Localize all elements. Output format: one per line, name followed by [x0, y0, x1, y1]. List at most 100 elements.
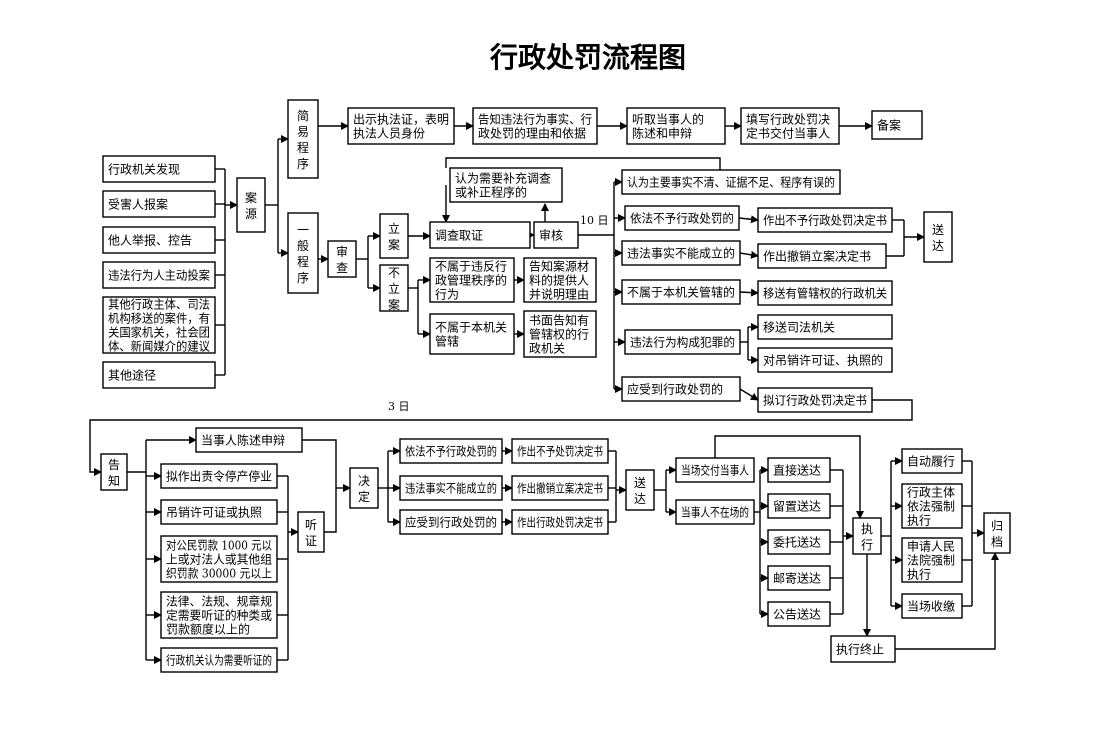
node-simple-s4-box — [740, 107, 840, 145]
node-h3-box — [160, 535, 278, 583]
node-r6a-box — [757, 387, 873, 413]
node-r4-label: 不属于本机关管辖的 — [627, 285, 735, 300]
node-archive-box — [983, 512, 1011, 554]
connector-r6-r6a — [739, 388, 759, 401]
node-execute-box — [852, 517, 882, 555]
node-serve1: 送达 — [923, 211, 953, 263]
node-r1-box — [621, 169, 841, 195]
connector-end-archive — [895, 552, 999, 650]
node-e2-label: 行政主体依法强制执行 — [907, 486, 955, 528]
node-w4-label: 邮寄送达 — [773, 571, 821, 586]
node-r5-box — [624, 329, 741, 355]
node-file-record-box — [871, 110, 923, 140]
node-e1-label: 自动履行 — [907, 455, 955, 469]
node-h2-box — [160, 499, 278, 525]
node-r6a: 拟订行政处罚决定书 — [757, 387, 873, 413]
node-r5b-label: 对吊销许可证、执照的 — [763, 353, 883, 368]
three-days-note: 3 日 — [388, 400, 410, 413]
node-src-a6-label: 其他途径 — [108, 368, 156, 383]
node-audit-box — [533, 221, 579, 249]
node-r5b: 对吊销许可证、执照的 — [757, 347, 893, 373]
node-hearing: 听证 — [297, 511, 325, 553]
nodes: 行政机关发现受害人报案他人举报、控告违法行为人主动投案其他行政主体、司法机构移送… — [100, 99, 1011, 673]
node-simple-s4-label: 填写行政处罚决定书交付当事人 — [746, 113, 830, 141]
node-w1-label: 直接送达 — [773, 463, 821, 478]
node-general-label: 一般程序 — [297, 223, 309, 285]
node-exec-end: 执行终止 — [830, 635, 896, 663]
node-need-more-box — [449, 167, 563, 203]
node-file-case-label: 立案 — [388, 221, 400, 252]
node-w5-label: 公告送达 — [773, 607, 821, 622]
node-not-violation: 不属于违反行政管理秩序的行为 — [429, 257, 515, 303]
connector-to-notify — [89, 399, 913, 476]
node-h2-label: 吊销许可证或执照 — [166, 506, 262, 520]
node-simple-s2: 告知违法行为事实、行政处罚的理由和依据 — [472, 107, 598, 145]
node-no-case-box — [379, 264, 409, 312]
node-serve2-box — [625, 469, 655, 511]
connector-m1-execute — [714, 435, 864, 519]
connectors — [89, 122, 999, 664]
node-m1-box — [675, 457, 755, 483]
node-src-a5: 其他行政主体、司法机构移送的案件，有关国家机关，社会团体、新闻媒介的建议 — [102, 296, 216, 354]
ten-days-note: 10 日 — [580, 214, 609, 227]
node-w3-label: 委托送达 — [773, 535, 821, 550]
node-notify: 告知 — [100, 453, 128, 491]
node-d1a-label: 作出不予处罚决定书 — [517, 444, 603, 459]
node-e3: 申请人民法院强制执行 — [901, 537, 963, 583]
node-r1-label: 认为主要事实不清、证据不足、程序有误的 — [627, 175, 835, 190]
node-r3a-box — [757, 243, 887, 269]
node-h5-label: 行政机关认为需要听证的 — [166, 653, 272, 668]
node-src-a1: 行政机关发现 — [102, 155, 216, 183]
node-m1: 当场交付当事人 — [675, 457, 755, 483]
node-file-case: 立案 — [379, 213, 409, 259]
node-d2-box — [399, 475, 503, 501]
node-m1-label: 当场交付当事人 — [681, 463, 749, 478]
node-need-more: 认为需要补充调查或补正程序的 — [449, 167, 563, 203]
node-d2a-box — [511, 475, 609, 501]
node-simple-s1-box — [347, 107, 455, 145]
node-src-a1-label: 行政机关发现 — [108, 162, 180, 177]
node-e3-label: 申请人民法院强制执行 — [907, 540, 955, 582]
node-r3a: 作出撤销立案决定书 — [757, 243, 887, 269]
node-archive-label: 归档 — [991, 519, 1003, 549]
node-no-case: 不立案 — [379, 264, 409, 312]
node-r5-label: 违法行为构成犯罪的 — [630, 335, 735, 350]
node-statement-label: 当事人陈述申辩 — [201, 433, 285, 448]
node-audit: 审核 — [533, 221, 579, 249]
node-r5a-box — [757, 314, 893, 340]
node-archive: 归档 — [983, 512, 1011, 554]
node-r3-box — [621, 240, 741, 266]
node-src-a2-label: 受害人报案 — [108, 197, 168, 212]
node-h1: 拟作出责令停产停业 — [160, 463, 278, 489]
node-m2-label: 当事人不在场的 — [681, 505, 749, 520]
node-serve2-label: 送达 — [634, 475, 646, 506]
node-d1a: 作出不予处罚决定书 — [511, 438, 609, 464]
node-e4-label: 当场收缴 — [907, 599, 955, 614]
node-r5: 违法行为构成犯罪的 — [624, 329, 741, 355]
node-src-a1-box — [102, 155, 216, 183]
node-src-a5-label: 其他行政主体、司法机构移送的案件，有关国家机关，社会团体、新闻媒介的建议 — [108, 298, 210, 354]
node-execute-label: 执行 — [861, 522, 873, 552]
node-file-record-label: 备案 — [877, 118, 901, 133]
node-serve1-box — [923, 211, 953, 263]
node-no-case-label: 不立案 — [388, 266, 400, 312]
node-notify-label: 告知 — [108, 458, 120, 488]
node-src-a3-box — [102, 226, 216, 254]
node-r2: 依法不予行政处罚的 — [624, 205, 740, 231]
node-review-label: 审查 — [336, 244, 348, 275]
node-simple-label: 简易程序 — [297, 109, 309, 171]
node-source-label: 案源 — [245, 190, 257, 221]
node-w5: 公告送达 — [767, 601, 831, 627]
node-execute: 执行 — [852, 517, 882, 555]
node-r2-label: 依法不予行政处罚的 — [630, 211, 734, 226]
page-title: 行政处罚流程图 — [489, 41, 686, 74]
node-d1-label: 依法不予行政处罚的 — [405, 444, 497, 459]
node-h5-box — [160, 647, 278, 673]
node-decide: 决定 — [349, 467, 379, 509]
node-src-a2: 受害人报案 — [102, 190, 216, 218]
node-r2a-box — [757, 207, 893, 233]
connector-hearing-out — [324, 488, 337, 533]
node-e1-box — [901, 448, 963, 474]
node-d3a-box — [511, 509, 609, 535]
